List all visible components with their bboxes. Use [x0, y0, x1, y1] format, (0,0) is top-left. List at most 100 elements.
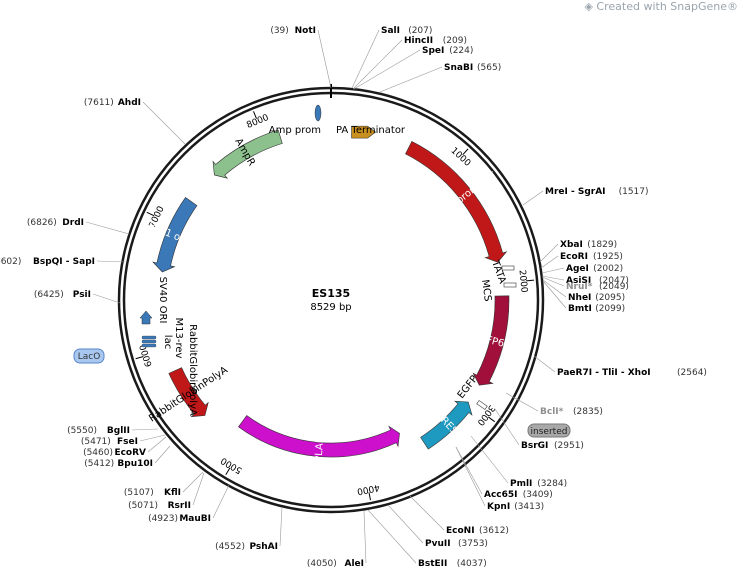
site-spei[interactable]: SpeI(224) — [353, 46, 473, 90]
site-bsrgi[interactable]: BsrGI(2951) — [494, 408, 584, 451]
tick-mark-1000 — [462, 148, 469, 156]
feature-label-plap: PLAP — [313, 437, 326, 462]
site-agei[interactable]: AgeI(2002) — [541, 264, 623, 274]
site-pshai[interactable]: PshAI(4552) — [215, 506, 283, 552]
tick-label-2000: 2000 — [516, 269, 528, 293]
site-pos-mrei-sgrai: (1517) — [619, 187, 649, 197]
site-bglii[interactable]: BglII(5550) — [67, 426, 159, 436]
laco-badge[interactable]: LacO — [73, 348, 105, 364]
tick-mark-5000 — [225, 467, 231, 476]
feature-ampr[interactable] — [212, 129, 283, 179]
tick-mark-6000 — [135, 355, 144, 360]
site-line-bsteii — [367, 509, 417, 564]
site-line-sali — [351, 29, 380, 89]
site-name-pshai: PshAI — [249, 542, 278, 552]
site-nrui[interactable]: NruI*(2049) — [541, 276, 629, 292]
site-hincii[interactable]: HincII(209) — [352, 36, 467, 90]
feature-label-egfp: EGFP — [456, 374, 481, 401]
site-line-pvuii — [387, 504, 424, 544]
site-kpni[interactable]: KpnI(3413) — [455, 446, 544, 512]
site-name-xbai: XbaI — [560, 240, 583, 250]
site-pos-asisi: (2047) — [599, 276, 629, 286]
site-drdi[interactable]: DrdI(6826) — [27, 218, 130, 235]
feature-cole1-origin[interactable] — [152, 197, 198, 273]
site-group: NotI(39) SalI (207)HincII(209)SpeI(224)Sna… — [0, 26, 707, 569]
site-sali[interactable]: SalI (207) — [351, 26, 432, 89]
inserted-badge[interactable]: inserted — [527, 423, 571, 438]
site-name-acc65i: Acc65I — [484, 490, 518, 500]
site-name-fsei: FseI — [117, 437, 138, 447]
feature-amp-prom[interactable] — [314, 104, 322, 122]
feature-rabbitglobinpolya[interactable] — [168, 367, 209, 418]
site-line-bpu10i — [154, 445, 171, 464]
snapgene-credit-text: Created with SnapGene® — [596, 0, 738, 13]
plasmid-name: ES135 — [312, 287, 350, 300]
site-name-noti: NotI — [295, 26, 316, 36]
site-ecori[interactable]: EcoRI(1925) — [540, 252, 623, 269]
feature-lac[interactable] — [141, 339, 157, 344]
site-ahdi[interactable]: AhdI(7611) — [84, 98, 186, 145]
site-bspqi-sapi[interactable]: BspQI - SapI(6602) — [0, 257, 126, 267]
site-pos-ecorv: (5460) — [83, 448, 113, 458]
site-bsteii[interactable]: BstEII(4037) — [367, 509, 487, 569]
feature-mcs-box[interactable] — [503, 282, 517, 288]
site-pos-bspqi-sapi: (6602) — [0, 257, 21, 267]
site-kfli[interactable]: KflI(5107) — [124, 471, 204, 498]
site-name-ecorv: EcoRV — [114, 448, 146, 458]
site-name-bcli: BclI* — [540, 407, 564, 417]
site-pvuii[interactable]: PvuII(3753) — [387, 504, 488, 549]
feature-egfp-box[interactable] — [476, 400, 488, 410]
site-acc65i[interactable]: Acc65I(3409) — [455, 446, 553, 500]
site-xbai[interactable]: XbaI(1829) — [539, 240, 617, 263]
site-ecorv[interactable]: EcoRV(5460) — [83, 436, 167, 458]
site-line-bspqi-sapi — [96, 260, 126, 263]
site-snabi[interactable]: SnaBI(565) — [379, 63, 501, 93]
site-line-bcli — [505, 392, 539, 412]
site-pos-alei: (4050) — [307, 559, 337, 569]
site-psii[interactable]: PsiI(6425) — [34, 290, 121, 304]
site-pos-nrui: (2049) — [599, 282, 629, 292]
site-pos-ahdi: (7611) — [84, 98, 114, 108]
site-pmli[interactable]: PmlI(3284) — [470, 435, 567, 489]
site-line-kfli — [182, 471, 204, 493]
site-pos-bmti: (2099) — [595, 304, 625, 314]
site-asisi[interactable]: AsiSI (2047) — [541, 275, 629, 286]
feature-irfp670[interactable] — [472, 295, 510, 386]
site-bcli[interactable]: BclI*(2835) — [505, 392, 603, 417]
tick-label-5000: 5000 — [219, 455, 244, 476]
site-pos-sali: (207) — [408, 26, 432, 36]
site-noti[interactable]: NotI(39) — [270, 26, 332, 89]
site-fsei[interactable]: FseI(5471) — [81, 434, 166, 447]
feature-plap[interactable] — [238, 415, 400, 458]
feature-m13-rev[interactable] — [141, 335, 157, 340]
site-pos-nhei: (2095) — [595, 293, 625, 303]
site-name-sali: SalI — [381, 26, 400, 36]
feature-laco-mark[interactable] — [141, 343, 157, 348]
feature-ires[interactable] — [420, 400, 473, 450]
site-line-snabi — [379, 66, 443, 93]
feature-tata-box[interactable] — [501, 265, 515, 271]
site-bpu10i[interactable]: Bpu10I(5412) — [84, 445, 171, 469]
site-line-spei — [353, 49, 421, 90]
tick-mark-7000 — [146, 211, 155, 217]
feature-cag-promoter[interactable] — [405, 141, 508, 263]
site-nhei[interactable]: NheI(2095) — [542, 279, 625, 303]
site-econi[interactable]: EcoNI(3612) — [409, 495, 509, 536]
site-line-agei — [541, 267, 565, 274]
site-line-xbai — [539, 243, 559, 263]
site-line-kpni — [455, 446, 486, 507]
feature-pa-terminator[interactable] — [351, 125, 377, 139]
site-line-fsei — [139, 434, 166, 442]
site-alei[interactable]: AleI(4050) — [307, 510, 367, 569]
feature-label-m13-rev: M13-rev — [173, 318, 184, 359]
site-line-ecorv — [147, 436, 167, 453]
site-maubi[interactable]: MauBI(4923) — [148, 484, 230, 524]
site-pos-psii: (6425) — [34, 290, 64, 300]
feature-sv40-ori[interactable] — [139, 310, 153, 325]
site-rsrii[interactable]: RsrII(5071) — [128, 472, 205, 511]
site-paer7i-tlii-xhoi[interactable]: PaeR7I - TliI - XhoI(2564) — [533, 355, 707, 378]
site-mrei-sgrai[interactable]: MreI - SgrAI(1517) — [522, 187, 649, 206]
tick-mark-8000 — [253, 111, 257, 119]
site-bmti[interactable]: BmtI(2099) — [542, 280, 625, 314]
site-name-asisi: AsiSI — [566, 276, 591, 286]
